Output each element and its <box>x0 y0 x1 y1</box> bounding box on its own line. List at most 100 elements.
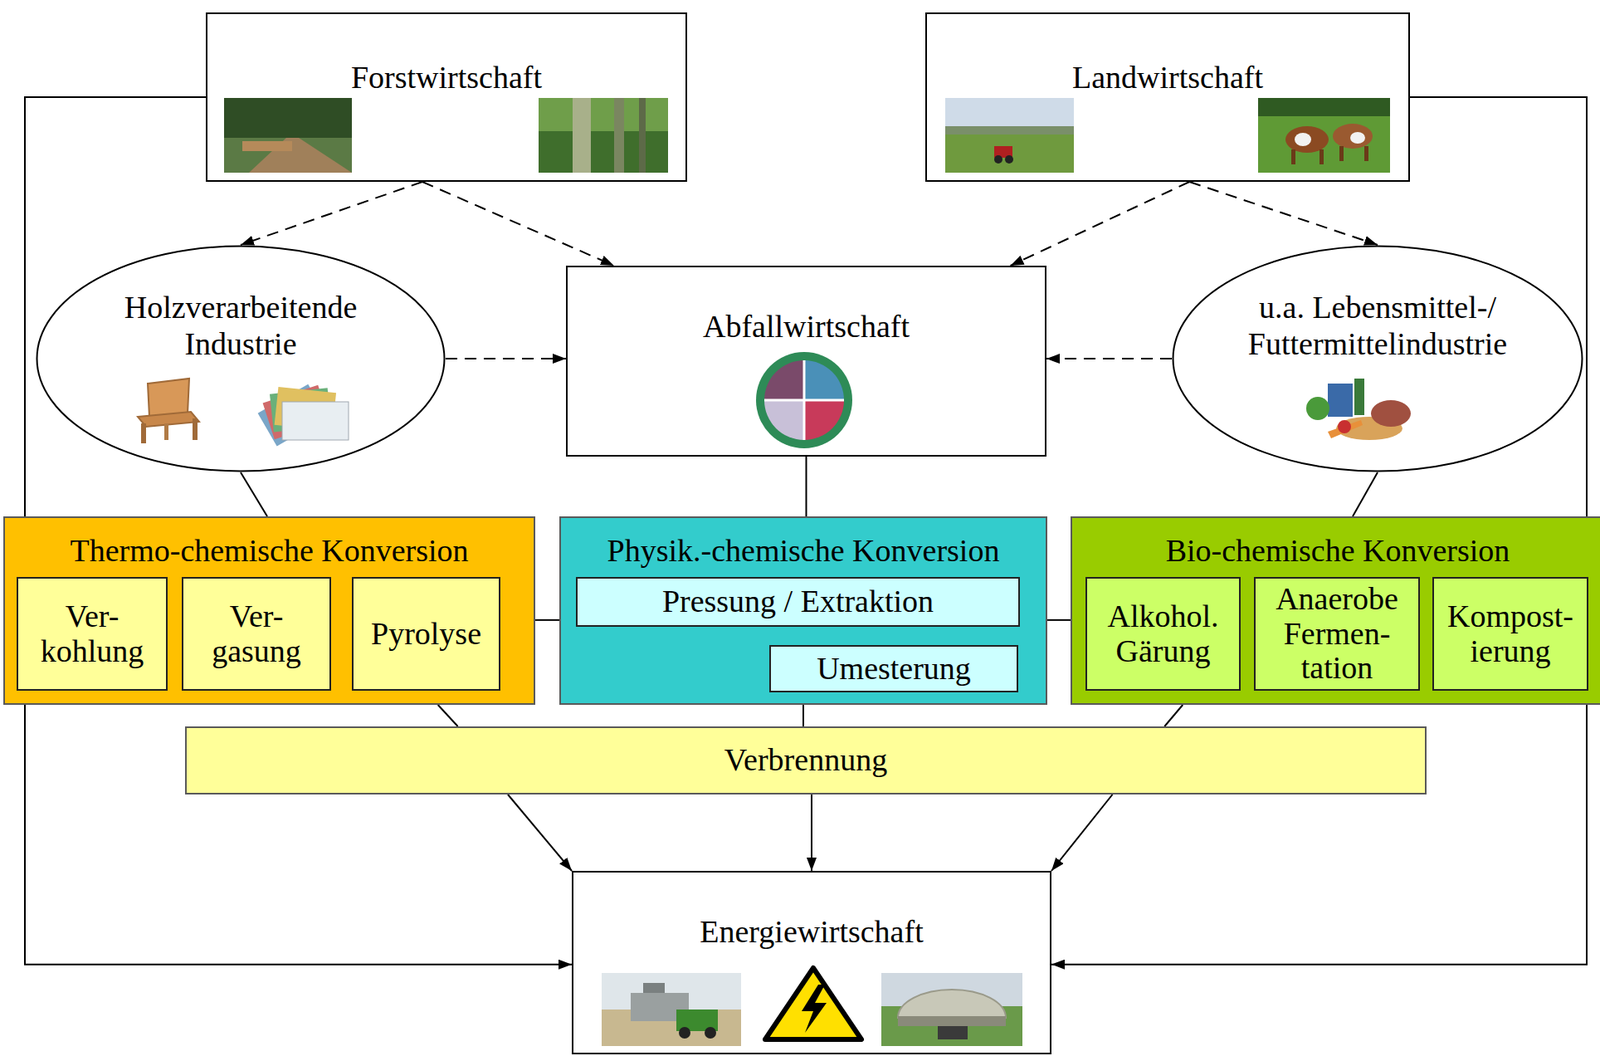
chair-back <box>147 378 190 417</box>
food-bottle <box>1354 378 1365 415</box>
food-vegetable <box>1306 396 1330 420</box>
photo-vehicle <box>937 1025 968 1040</box>
dashed-arrow <box>422 181 615 266</box>
photo-wheel <box>704 1026 717 1039</box>
combustion-bar: Verbrennung <box>185 726 1427 795</box>
photo-cow <box>1332 123 1373 149</box>
collage-divider <box>764 399 844 402</box>
photo-trees <box>224 97 352 138</box>
collage-ring <box>756 351 853 449</box>
connector-line <box>810 794 813 871</box>
process-box: Anaerobe Fermen- tation <box>1253 576 1420 691</box>
conversion-band: Thermo-chemische KonversionVer- kohlung V… <box>3 516 536 705</box>
ellipse-outline <box>1173 246 1583 472</box>
waste-collage-icon <box>756 351 853 449</box>
photo-cow-patch <box>1294 132 1312 147</box>
lightning-bolt <box>801 984 827 1033</box>
tractor-photo <box>945 97 1074 173</box>
forest-photo <box>538 97 669 173</box>
node-label: Abfallwirtschaft <box>567 308 1045 346</box>
conversion-band: Bio-chemische KonversionAlkohol. Gärung A… <box>1070 516 1600 705</box>
photo-ground <box>601 972 742 1046</box>
food-meat <box>1370 400 1411 427</box>
food-tomato <box>1337 419 1352 434</box>
node-label: Alkohol. Gärung <box>1107 599 1219 669</box>
process-box: Ver- kohlung <box>16 576 168 691</box>
photo-cow-leg <box>1339 146 1344 161</box>
photo-trunk <box>572 97 591 173</box>
photo-field <box>1258 97 1391 173</box>
photo-roof <box>643 982 665 993</box>
photo-hedge <box>1258 97 1391 117</box>
process-box: Umesterung <box>769 644 1019 693</box>
process-box: Alkohol. Gärung <box>1085 576 1241 691</box>
connector-line <box>1047 619 1071 621</box>
sector-box: Abfallwirtschaft <box>565 265 1047 457</box>
node-label: Verbrennung <box>724 741 888 779</box>
dashed-arrow <box>1189 181 1378 245</box>
photo-dome <box>897 989 1006 1018</box>
dashed-arrow <box>1010 181 1191 266</box>
connector-line <box>535 619 560 621</box>
node-label: Thermo-chemische Konversion <box>4 532 534 570</box>
chair-icon <box>137 378 200 444</box>
node-label: Pressung / Extraktion <box>662 584 934 620</box>
collage-quadrant <box>804 400 844 440</box>
node-label: Kompost- ierung <box>1447 599 1574 669</box>
node-label: Ver- gasung <box>211 599 302 669</box>
photo-ground <box>538 97 669 173</box>
ellipse-outline <box>37 246 445 472</box>
cows-photo <box>1258 97 1391 173</box>
photo-cow-leg <box>1319 149 1324 165</box>
photo-trunk <box>614 97 625 173</box>
process-box: Pyrolyse <box>351 576 501 691</box>
photo-cow <box>1285 126 1329 153</box>
node-label: Pyrolyse <box>370 616 482 652</box>
photo-wheel <box>678 1026 691 1039</box>
dashed-arrow <box>240 181 423 245</box>
node-label: Energiewirtschaft <box>573 913 1050 951</box>
collage-quadrant <box>764 360 805 400</box>
collage-quadrant <box>764 400 805 440</box>
dashed-arrow <box>1046 357 1172 360</box>
swatch <box>282 401 349 440</box>
dashed-arrow <box>445 357 566 360</box>
photo-trunk <box>639 97 646 173</box>
photo-wheel <box>1004 155 1014 164</box>
forest-road-photo <box>224 97 352 173</box>
photo-wheel <box>994 155 1003 164</box>
node-label: Ver- kohlung <box>40 599 145 669</box>
photo-tank <box>897 1015 1006 1026</box>
photo-field <box>945 97 1074 173</box>
photo-ground <box>224 97 352 173</box>
sector-box: Energiewirtschaft <box>571 870 1052 1054</box>
food-icon <box>1306 378 1411 440</box>
node-label: Umesterung <box>816 651 971 687</box>
chair-leg <box>141 423 147 444</box>
collage-quadrant <box>804 360 844 400</box>
node-label: Bio-chemische Konversion <box>1072 532 1600 570</box>
industry-ellipse: u.a. Lebensmittel-/ Futtermittelindustri… <box>1171 244 1584 473</box>
chair-leg <box>164 423 169 440</box>
node-label: Holzverarbeitende Industrie <box>74 289 407 362</box>
photo-cow-patch <box>1350 131 1366 144</box>
chair-leg <box>192 418 198 440</box>
connector-line <box>1352 472 1378 517</box>
photo-foliage <box>538 97 669 132</box>
warning-triangle <box>765 967 862 1040</box>
sector-box: Forstwirtschaft <box>205 12 688 182</box>
paper-swatches-icon <box>258 384 349 447</box>
node-label: Anaerobe Fermen- tation <box>1275 581 1399 686</box>
node-label: u.a. Lebensmittel-/ Futtermittelindustri… <box>1211 289 1544 362</box>
process-box: Ver- gasung <box>181 576 332 691</box>
node-label: Landwirtschaft <box>926 59 1409 97</box>
connector-line <box>1051 794 1113 871</box>
food-pack <box>1327 383 1353 417</box>
industry-ellipse: Holzverarbeitende Industrie <box>35 244 446 473</box>
biogas-photo <box>881 972 1023 1046</box>
process-box: Pressung / Extraktion <box>575 576 1020 627</box>
photo-cow-leg <box>1364 146 1369 161</box>
connector-line <box>1164 704 1183 727</box>
process-box: Kompost- ierung <box>1432 576 1589 691</box>
